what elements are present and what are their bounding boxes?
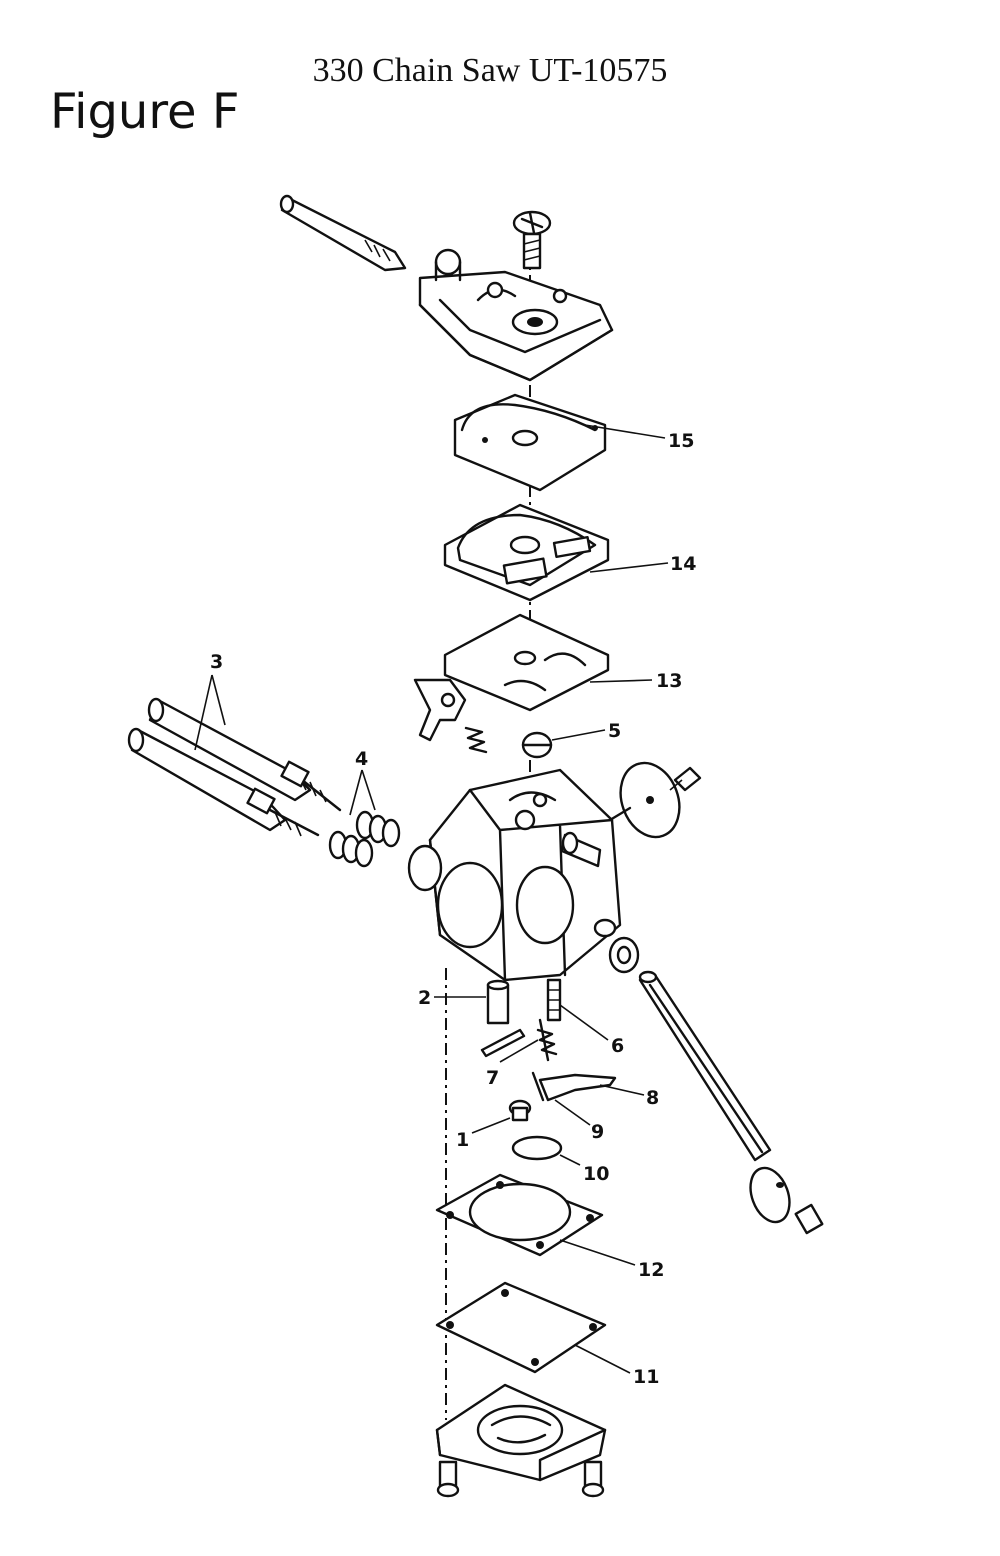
inlet-needle — [480, 979, 526, 1058]
callout-9: 9 — [554, 1099, 604, 1143]
callout-1-label: 1 — [456, 1129, 469, 1151]
metering-cover — [435, 1383, 607, 1498]
document-title: 330 Chain Saw UT-10575 — [312, 52, 668, 89]
callout-12-label: 12 — [638, 1259, 664, 1281]
callout-15-label: 15 — [668, 430, 694, 452]
callout-1: 1 — [456, 1117, 511, 1151]
check-valve — [521, 731, 553, 759]
pump-cover — [279, 194, 614, 382]
callout-8: 8 — [599, 1084, 659, 1109]
callout-14: 14 — [589, 553, 696, 575]
metering-lever-bottom — [531, 1071, 617, 1102]
lever-retaining-screw — [508, 1099, 532, 1122]
pump-diaphragm-gasket — [453, 393, 607, 492]
throttle-plate-screw — [669, 766, 702, 792]
diaphragm-disc — [511, 1135, 563, 1161]
callout-4-label: 4 — [355, 748, 368, 770]
callout-7: 7 — [486, 1039, 539, 1089]
callout-9-label: 9 — [591, 1121, 604, 1143]
gasket — [443, 613, 610, 712]
carburetor-body — [407, 768, 622, 982]
callout-5-label: 5 — [608, 720, 621, 742]
callout-5: 5 — [551, 720, 621, 742]
callout-13-label: 13 — [656, 670, 682, 692]
figure-label: Figure F — [50, 84, 240, 140]
needle-springs — [328, 810, 401, 868]
lever-spring — [464, 726, 488, 754]
throttle-shaft — [608, 936, 824, 1235]
callout-6: 6 — [559, 1004, 624, 1057]
metering-gasket — [443, 503, 610, 602]
callout-2-label: 2 — [418, 987, 431, 1009]
needle-adjusting-screws — [127, 697, 342, 837]
callout-11: 11 — [574, 1344, 659, 1388]
callout-3-label: 3 — [210, 651, 223, 673]
callout-6-label: 6 — [611, 1035, 624, 1057]
callout-10-label: 10 — [583, 1163, 609, 1185]
callout-11-label: 11 — [633, 1366, 659, 1388]
callout-13: 13 — [589, 670, 682, 692]
diaphragm-gasket-12 — [435, 1173, 604, 1257]
callout-4: 4 — [349, 748, 376, 816]
callout-7-label: 7 — [486, 1067, 499, 1089]
callout-14-label: 14 — [670, 553, 696, 575]
metering-diaphragm-11 — [435, 1281, 607, 1374]
metering-lever-spring — [536, 1028, 558, 1056]
top-cover-screw — [512, 210, 552, 270]
callout-3: 3 — [194, 651, 226, 751]
callout-12: 12 — [559, 1239, 664, 1281]
callout-2: 2 — [418, 987, 486, 1009]
throttle-plate — [608, 761, 681, 839]
fulcrum-pin — [538, 978, 562, 1062]
callout-10: 10 — [559, 1154, 609, 1185]
metering-lever — [413, 678, 467, 742]
callout-15: 15 — [584, 424, 694, 452]
callout-8-label: 8 — [646, 1087, 659, 1109]
